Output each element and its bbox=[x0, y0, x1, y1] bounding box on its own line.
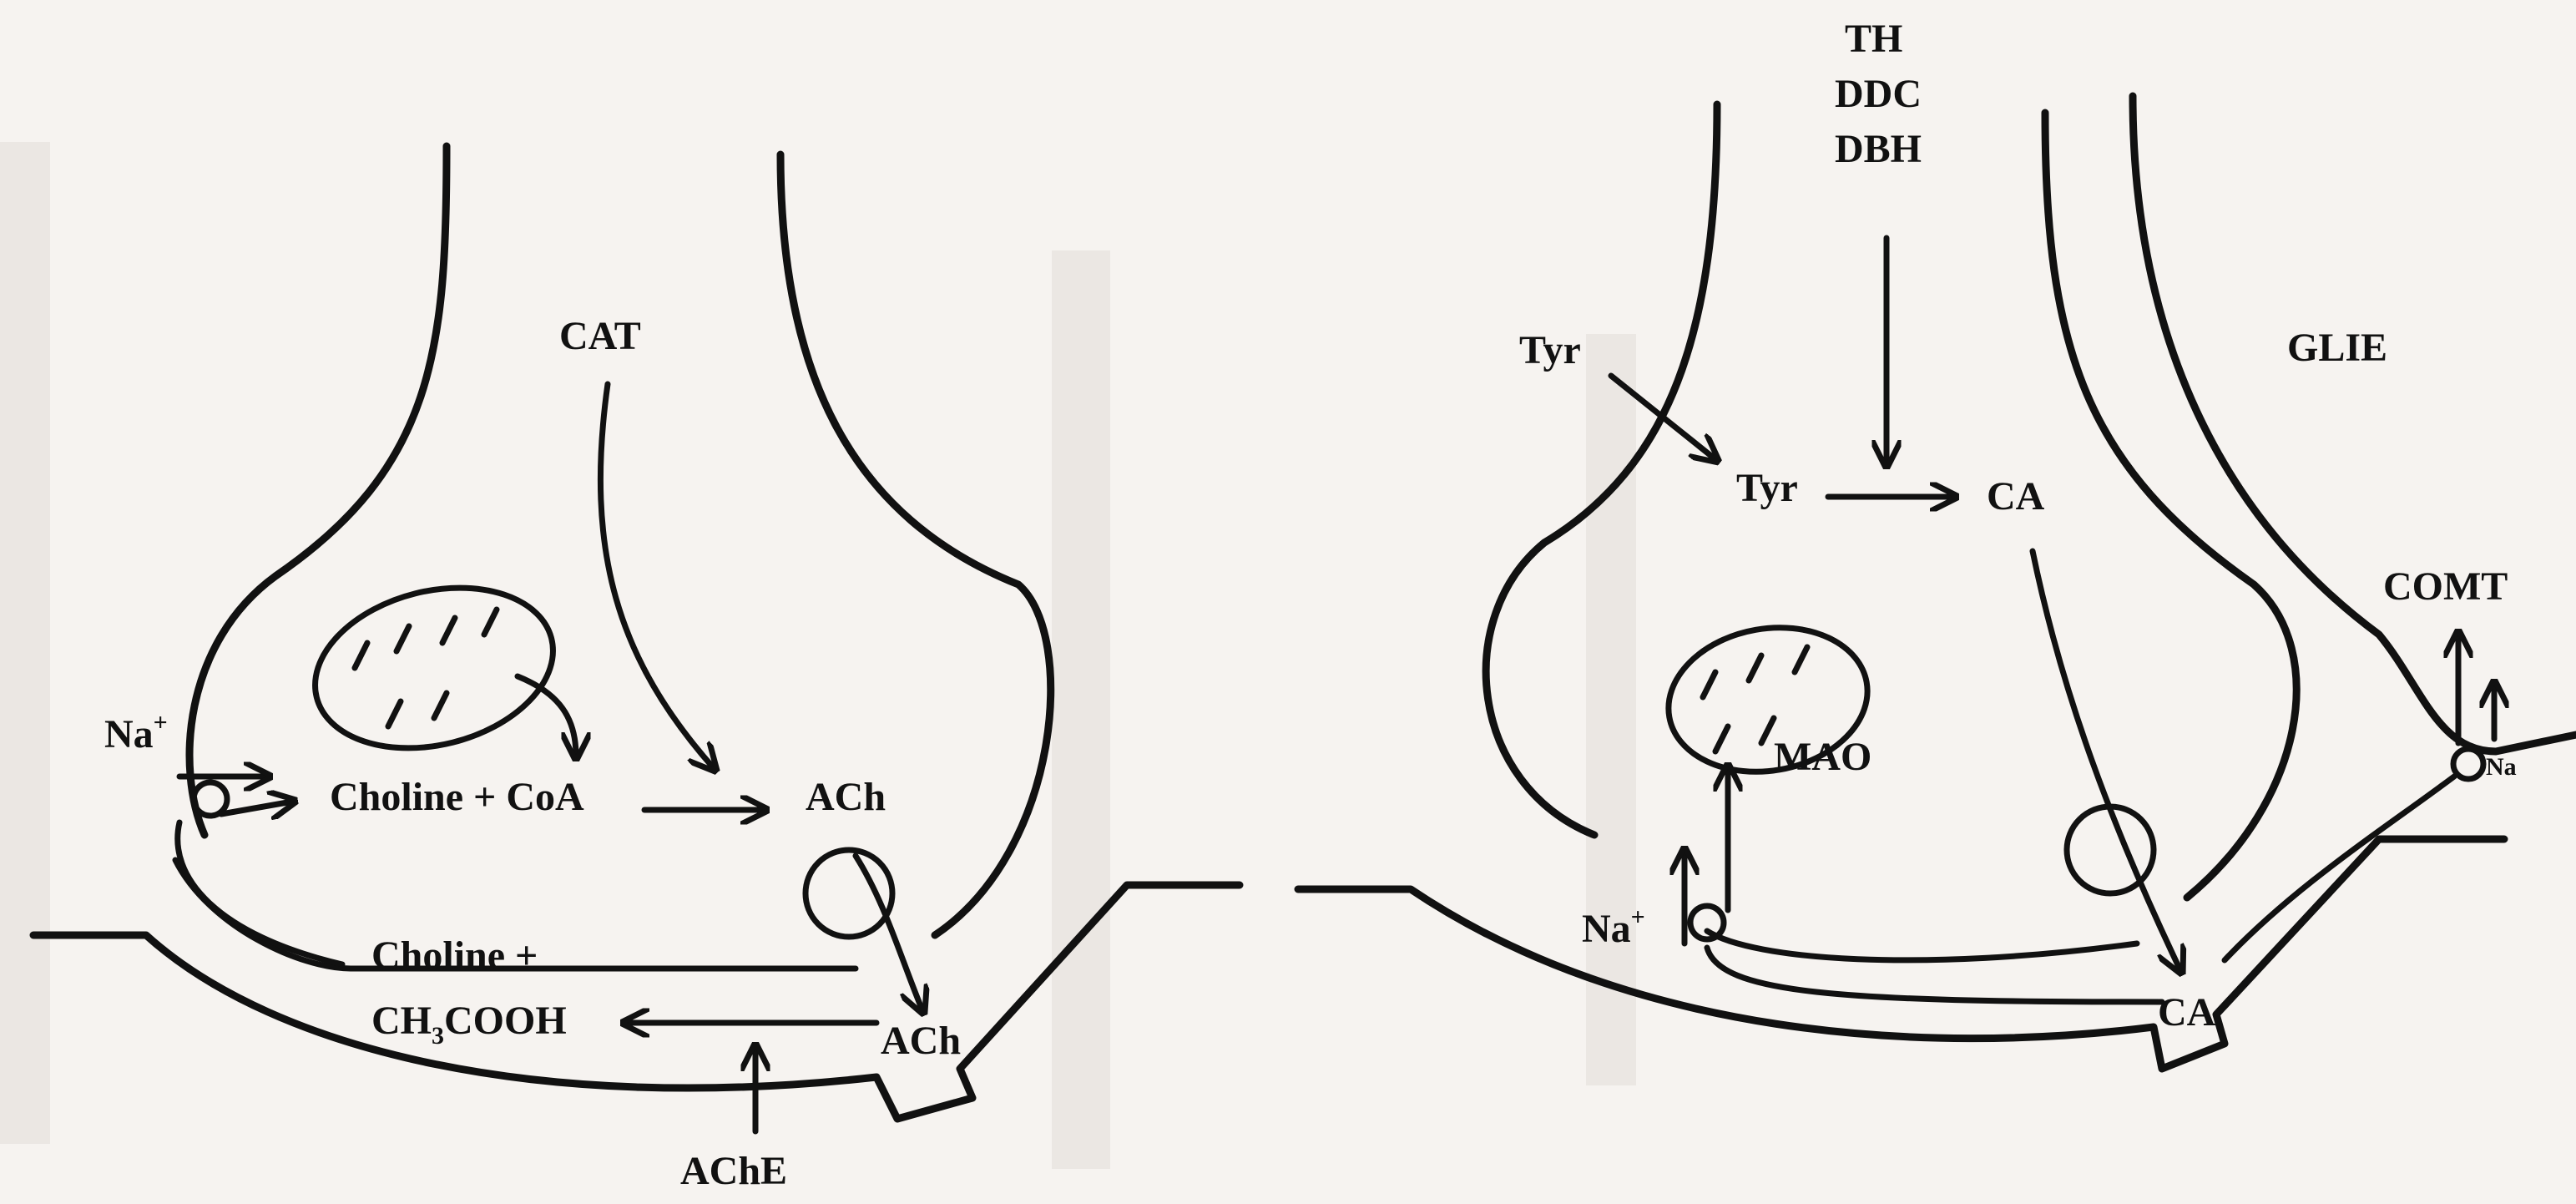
label-dbh: DBH bbox=[1835, 127, 1922, 171]
left-mitochondrion bbox=[312, 584, 556, 751]
label-comt: COMT bbox=[2383, 564, 2508, 609]
label-ach-released: ACh bbox=[881, 1019, 961, 1063]
right-synapse: TH DDC DBH Tyr Tyr CA MAO Na+ CA GLIE CO… bbox=[1294, 17, 2576, 1073]
label-glia-na: Na bbox=[2486, 753, 2517, 781]
label-na-left: Na+ bbox=[104, 709, 168, 756]
left-vesicle bbox=[802, 847, 896, 940]
left-postsynaptic-membrane bbox=[29, 881, 1244, 1123]
label-na-right: Na+ bbox=[1582, 903, 1645, 951]
label-ach-product: ACh bbox=[806, 775, 886, 819]
left-reuptake-channel bbox=[174, 819, 346, 968]
label-choline-plus: Choline + bbox=[371, 933, 538, 978]
right-mitochondrion-cristae bbox=[1700, 644, 1811, 755]
right-arrow-release bbox=[2029, 548, 2180, 970]
right-arrow-tyr-entry bbox=[1608, 372, 1715, 459]
right-presynaptic-membrane bbox=[1482, 100, 2301, 902]
left-presynaptic-membrane bbox=[185, 142, 1055, 939]
left-arrow-mito bbox=[514, 673, 576, 756]
label-choline-coa: Choline + CoA bbox=[330, 775, 584, 819]
label-th: TH bbox=[1845, 17, 1902, 61]
left-na-transporter bbox=[190, 779, 230, 819]
right-na-transporter bbox=[1687, 903, 1727, 943]
label-ca-released: CA bbox=[2158, 990, 2216, 1035]
label-glie: GLIE bbox=[2287, 326, 2387, 370]
right-vesicle-path bbox=[1704, 928, 2140, 964]
left-arrow-cat bbox=[597, 381, 714, 768]
left-arrow-release bbox=[852, 852, 922, 1010]
label-cat: CAT bbox=[559, 314, 641, 358]
right-reuptake-channel bbox=[1704, 944, 2165, 1005]
label-ache: AChE bbox=[680, 1149, 787, 1193]
label-tyr-inside: Tyr bbox=[1736, 466, 1798, 510]
label-ca-product: CA bbox=[1987, 474, 2045, 519]
label-mao: MAO bbox=[1774, 735, 1871, 779]
glia-na-transporter bbox=[2450, 746, 2487, 782]
label-ch3cooh: CH3COOH bbox=[371, 999, 567, 1050]
label-tyr-outside: Tyr bbox=[1519, 328, 1581, 372]
right-mitochondrion bbox=[1665, 625, 1871, 775]
label-ddc: DDC bbox=[1835, 72, 1922, 116]
glia-membrane bbox=[2129, 92, 2576, 756]
background-bleed bbox=[0, 142, 1636, 1169]
left-arrow-choline-in bbox=[218, 802, 292, 814]
glia-inner-line bbox=[2221, 773, 2457, 964]
right-postsynaptic-membrane bbox=[1294, 835, 2508, 1073]
left-mitochondrion-cristae bbox=[351, 606, 500, 730]
left-synapse: CAT Na+ Choline + CoA ACh Choline + CH3C… bbox=[29, 142, 1244, 1193]
